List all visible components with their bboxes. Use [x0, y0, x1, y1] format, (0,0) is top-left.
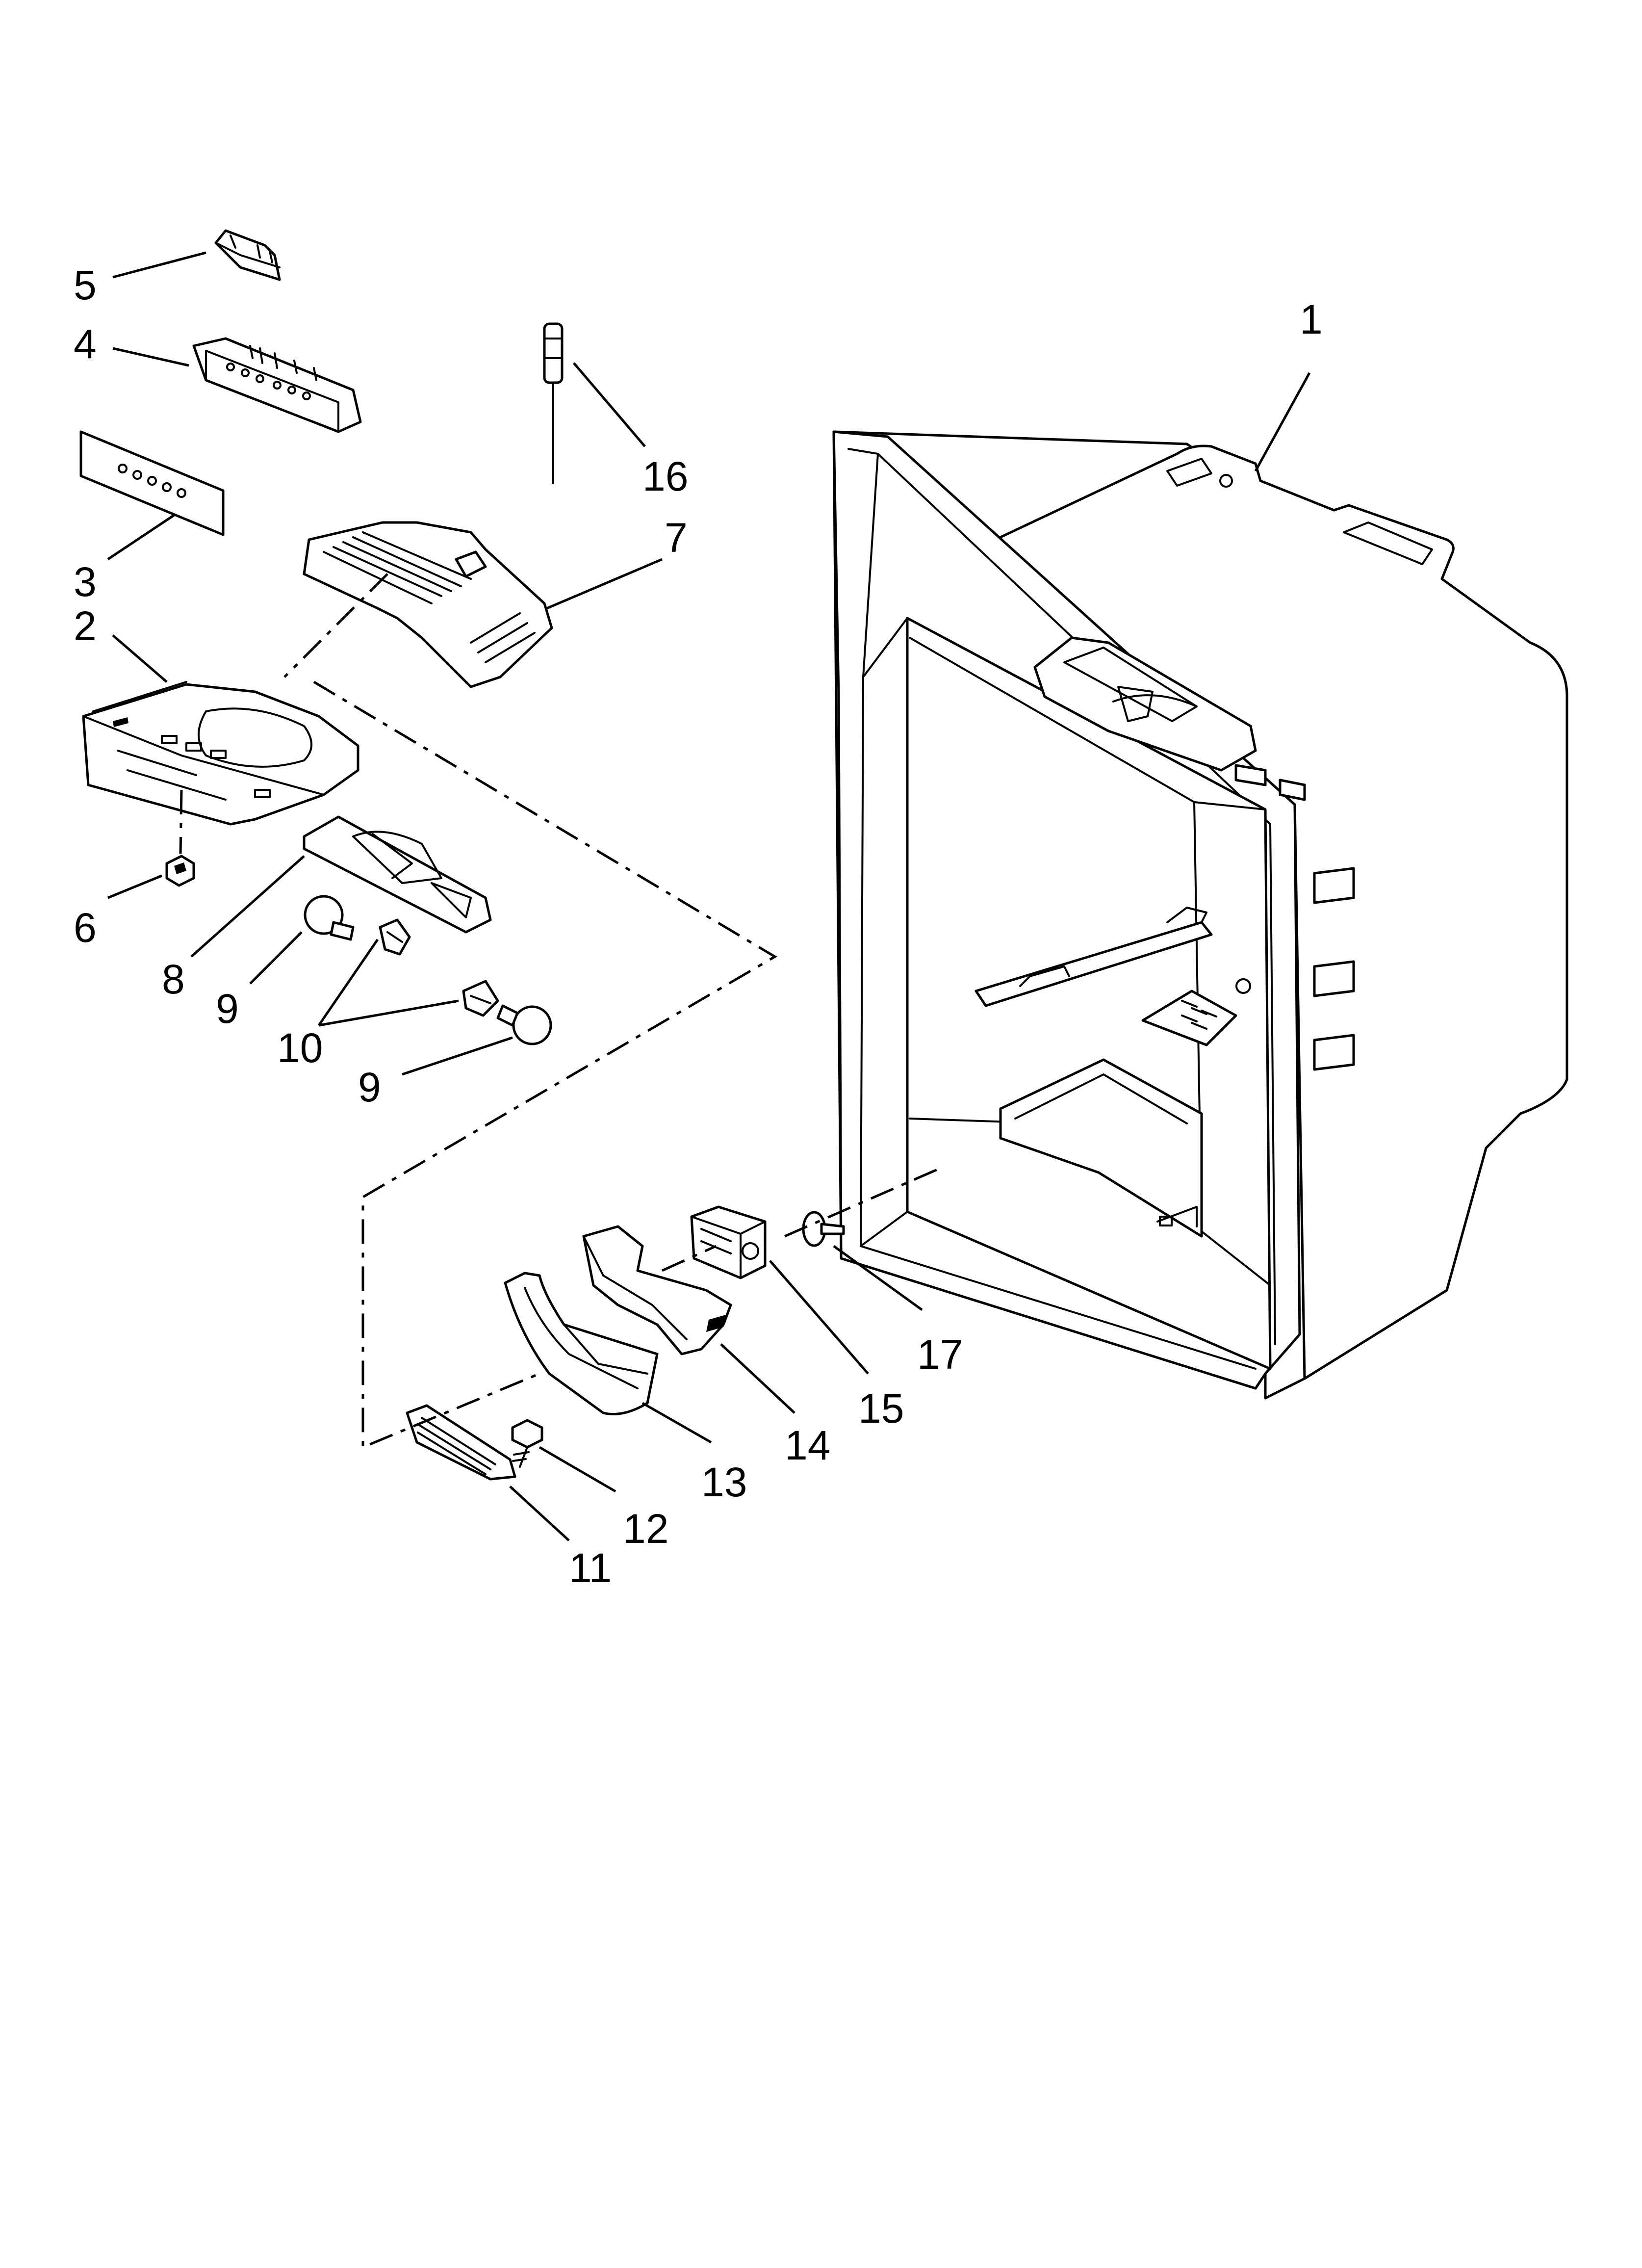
part-3: [79, 430, 225, 536]
callout-9-lower: 9: [358, 1064, 381, 1110]
callout-10: 10: [277, 1025, 323, 1071]
callout-16: 16: [642, 453, 688, 499]
callout-2: 2: [74, 603, 97, 649]
part-14: [582, 1225, 732, 1356]
part-16: [543, 322, 564, 484]
part-7: [303, 521, 553, 688]
part-9-bulb-lower: [496, 1004, 552, 1045]
callout-6: 6: [74, 905, 97, 951]
callout-5: 5: [74, 262, 97, 308]
callout-3: 3: [74, 559, 97, 605]
callout-1: 1: [1300, 296, 1323, 342]
part-15: [690, 1205, 767, 1279]
part-10-socket-upper: [379, 918, 411, 956]
part-13: [504, 1272, 659, 1415]
part-6: [165, 855, 195, 887]
part-5: [214, 229, 281, 281]
part-2: [82, 681, 359, 826]
callout-9-upper: 9: [216, 986, 239, 1032]
callout-12: 12: [623, 1506, 668, 1552]
part-1-liner: [832, 430, 1568, 1400]
callout-15: 15: [858, 1385, 904, 1432]
callout-labels: 5 4 3 2 6 8 9 10 9 16 7 1 17 15 14 13 12…: [74, 262, 1323, 1591]
callout-17: 17: [917, 1331, 963, 1378]
callout-11: 11: [569, 1545, 612, 1591]
callout-4: 4: [74, 321, 97, 367]
part-9-bulb-upper: [304, 895, 355, 941]
part-12: [511, 1419, 543, 1468]
callout-8: 8: [162, 956, 185, 1002]
part-4: [192, 337, 362, 433]
part-10-socket-lower: [462, 980, 499, 1017]
part-11: [406, 1404, 516, 1481]
leader-lines: [107, 251, 1311, 1541]
part-17: [802, 1211, 845, 1247]
callout-14: 14: [785, 1422, 830, 1468]
callout-7: 7: [665, 515, 688, 561]
assembly-dash-line-6: [179, 789, 183, 854]
callout-13: 13: [701, 1459, 747, 1505]
part-8: [303, 815, 492, 934]
